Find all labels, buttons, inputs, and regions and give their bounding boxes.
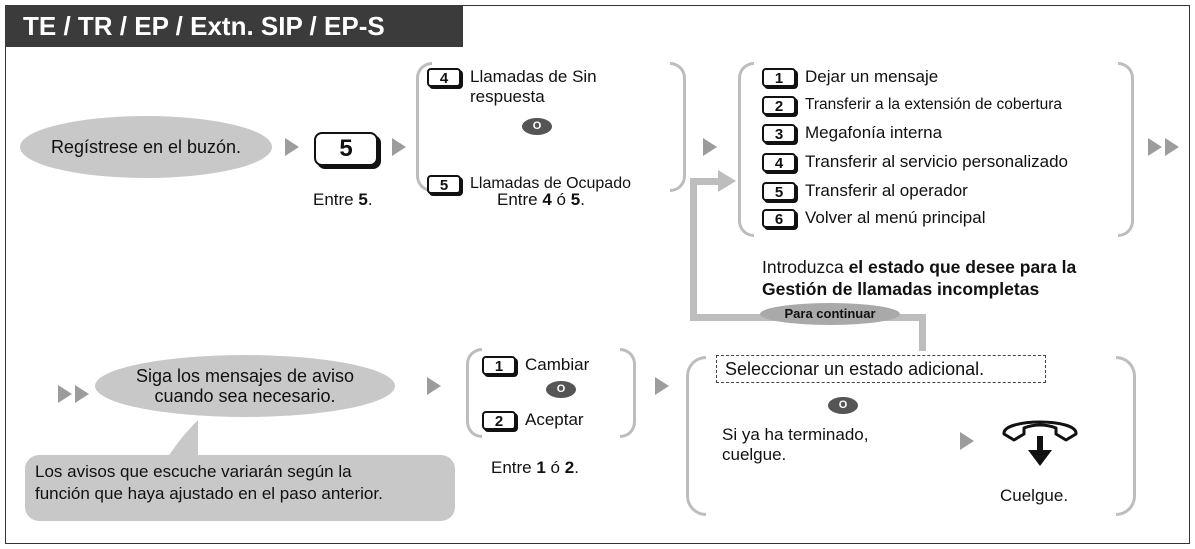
bracket-right <box>1118 62 1134 237</box>
key-5-button[interactable]: 5 <box>314 132 378 166</box>
status-option-2[interactable]: 2 Transferir a la extensión de cobertura <box>762 95 1062 115</box>
status-option-3[interactable]: 3 Megafonía interna <box>762 123 942 143</box>
option-accept[interactable]: 2 Aceptar <box>482 410 584 430</box>
key-6: 6 <box>762 208 796 228</box>
bracket-left <box>686 356 706 516</box>
key-5: 5 <box>762 181 796 201</box>
continue-badge: Para continuar <box>760 303 900 325</box>
bracket-left <box>466 348 482 438</box>
option-label: Volver al menú principal <box>805 208 986 227</box>
hang-up-caption: Cuelgue. <box>1000 486 1069 505</box>
arrow-right-icon <box>655 377 669 395</box>
status-caption: Introduzca el estado que desee para la G… <box>762 257 1077 299</box>
status-option-5[interactable]: 5 Transferir al operador <box>762 181 968 201</box>
login-caption: Entre 5. <box>313 190 373 209</box>
additional-status-box[interactable]: Seleccionar un estado adicional. <box>716 355 1046 383</box>
arrow-right-icon <box>285 138 299 156</box>
arrow-right-icon <box>392 138 406 156</box>
bracket-right <box>620 348 636 438</box>
option-label: Aceptar <box>525 410 584 429</box>
loop-line <box>690 178 697 321</box>
status-option-4[interactable]: 4 Transferir al servicio personalizado <box>762 152 1068 172</box>
confirm-caption: Entre 1 ó 2. <box>491 458 579 477</box>
hang-up-icon[interactable] <box>998 412 1082 470</box>
arrow-right-icon <box>1165 138 1179 156</box>
bubble-text: cuando sea necesario. <box>154 386 336 406</box>
diagram-frame <box>5 5 1190 544</box>
finish-text: Si ya ha terminado, cuelgue. <box>722 425 869 464</box>
option-call-busy[interactable]: 5 Llamadas de Ocupado <box>427 174 631 194</box>
option-label: Transferir al servicio personalizado <box>805 152 1068 171</box>
arrow-right-icon <box>703 138 717 156</box>
or-badge: O <box>546 381 576 398</box>
key-4: 4 <box>427 68 461 87</box>
bracket-left <box>738 62 754 237</box>
arrow-right-icon <box>960 432 974 450</box>
key-2: 2 <box>482 410 516 430</box>
option-call-noanswer[interactable]: 4 Llamadas de Sin respuesta <box>427 67 597 107</box>
or-badge: O <box>522 118 552 135</box>
loop-line <box>919 314 926 351</box>
arrow-right-icon <box>427 377 441 395</box>
prompts-note: Los avisos que escuche variarán según la… <box>25 455 455 521</box>
status-option-1[interactable]: 1 Dejar un mensaje <box>762 67 938 87</box>
call-type-caption: Entre 4 ó 5. <box>497 190 585 209</box>
page-title: TE / TR / EP / Extn. SIP / EP-S <box>5 5 463 47</box>
key-4: 4 <box>762 152 796 172</box>
login-bubble: Regístrese en el buzón. <box>20 116 272 178</box>
bracket-right <box>670 62 686 192</box>
key-1: 1 <box>482 355 516 375</box>
arrow-right-icon <box>75 385 89 403</box>
option-label: Dejar un mensaje <box>805 67 939 86</box>
option-label: Cambiar <box>525 355 590 374</box>
key-3: 3 <box>762 123 796 143</box>
option-label: Transferir a la extensión de cobertura <box>805 96 1063 113</box>
speech-tail <box>158 420 218 460</box>
option-change[interactable]: 1 Cambiar <box>482 355 589 375</box>
option-label: Transferir al operador <box>805 181 968 200</box>
note-text: Los avisos que escuche variarán según la <box>35 462 352 481</box>
key-2: 2 <box>762 95 796 115</box>
loop-line <box>690 178 722 185</box>
status-option-6[interactable]: 6 Volver al menú principal <box>762 208 985 228</box>
option-label: Llamadas de Ocupado <box>470 175 631 192</box>
option-label: respuesta <box>470 87 545 106</box>
arrow-right-icon <box>58 385 72 403</box>
bracket-right <box>1116 356 1136 516</box>
prompts-bubble: Siga los mensajes de aviso cuando sea ne… <box>95 355 395 417</box>
note-text: función que haya ajustado en el paso ant… <box>35 484 383 503</box>
key-5: 5 <box>427 174 461 194</box>
key-1: 1 <box>762 67 796 87</box>
option-label: Megafonía interna <box>805 123 943 142</box>
arrow-right-icon <box>1148 138 1162 156</box>
login-bubble-text: Regístrese en el buzón. <box>50 137 242 157</box>
option-label: Llamadas de Sin <box>470 67 597 86</box>
or-badge: O <box>828 397 858 414</box>
bubble-text: Siga los mensajes de aviso <box>135 366 355 386</box>
loop-arrow-icon <box>718 170 736 192</box>
